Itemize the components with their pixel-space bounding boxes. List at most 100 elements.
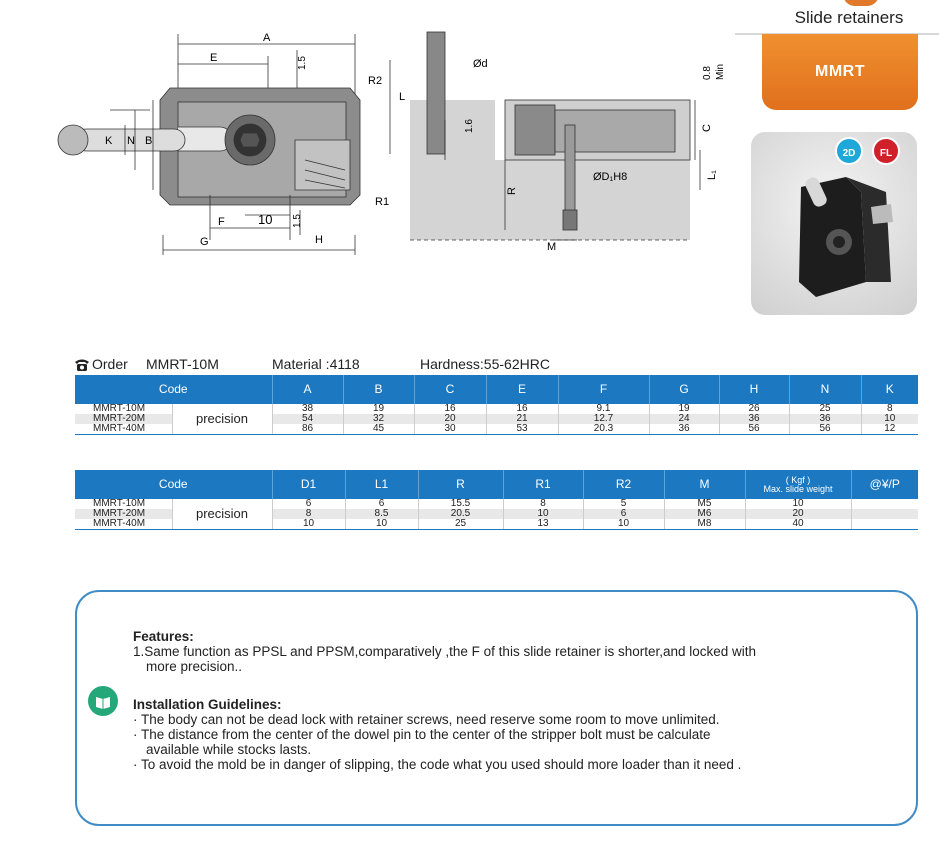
table-cell: 5	[583, 499, 665, 509]
table-cell: 12.7	[558, 414, 650, 424]
column-header: K	[861, 375, 918, 404]
table-cell: 19	[649, 404, 720, 414]
table-cell: 36	[649, 424, 720, 435]
dim-label-n: N	[127, 135, 135, 147]
dim-label-r2: R2	[368, 75, 382, 87]
code-cell: MMRT-20M	[75, 414, 173, 424]
column-header: R1	[503, 470, 584, 499]
table-cell: 10	[861, 414, 918, 424]
table-cell: 25	[418, 519, 504, 530]
column-header: R2	[583, 470, 665, 499]
table-cell: 12	[861, 424, 918, 435]
phone-icon	[75, 359, 89, 371]
table-cell: 38	[272, 404, 344, 414]
column-header: C	[414, 375, 487, 404]
table-cell: 26	[719, 404, 790, 414]
table-row: MMRT-20M 8 8.5 20.5 10 6 M6 20	[75, 509, 918, 519]
table-cell: 32	[343, 414, 415, 424]
book-icon	[88, 686, 118, 716]
dimension-table-1: Code A B C E F G H N K MMRT-10M precisio…	[75, 375, 918, 435]
column-header: M	[664, 470, 746, 499]
guideline-line: · The distance from the center of the do…	[133, 727, 711, 742]
table-cell: 15.5	[418, 499, 504, 509]
dim-label-k: K	[105, 135, 113, 147]
column-header: D1	[272, 470, 346, 499]
dim-label-0-8: 0.8	[702, 66, 713, 80]
features-title: Features:	[133, 629, 194, 644]
order-hardness: Hardness:55-62HRC	[420, 356, 550, 372]
dim-label-r1: R1	[375, 196, 389, 208]
top-view-drawing: A E 1.5 R2 K N B F 10 1.5 G H R1	[57, 32, 389, 255]
table-cell: 54	[272, 414, 344, 424]
table-cell: M6	[664, 509, 746, 519]
dim-label-l: L	[399, 91, 405, 103]
order-info-row: Order MMRT-10M Material :4118 Hardness:5…	[74, 356, 934, 374]
section-view-drawing: Ød L 1.6 R ØD₁H8 M C L₁ 0.8 Min	[389, 31, 726, 253]
code-cell: MMRT-10M	[75, 404, 173, 414]
table-cell: 40	[745, 519, 852, 530]
dim-label-h: H	[315, 234, 323, 246]
table-cell: 10	[272, 519, 346, 530]
table-header-row: Code A B C E F G H N K	[75, 375, 918, 404]
table-cell: 6	[345, 499, 419, 509]
table-cell: 8	[272, 509, 346, 519]
dim-label-1-5-top: 1.5	[297, 56, 308, 70]
brand-swirl-icon	[843, 0, 879, 6]
order-material: Material :4118	[272, 356, 360, 372]
dim-label-f: F	[218, 216, 225, 228]
table-cell: 10	[345, 519, 419, 530]
column-header: G	[649, 375, 720, 404]
dim-label-d1h8: ØD₁H8	[593, 171, 627, 183]
table-cell: 24	[649, 414, 720, 424]
dim-label-1-6: 1.6	[464, 119, 475, 133]
table-cell: 8	[861, 404, 918, 414]
column-header: R	[418, 470, 504, 499]
table-cell: 86	[272, 424, 344, 435]
table-cell: 21	[486, 414, 559, 424]
table-cell: 10	[745, 499, 852, 509]
dim-label-1-5-bottom: 1.5	[292, 214, 303, 228]
table-cell: 13	[503, 519, 584, 530]
dim-label-b: B	[145, 135, 152, 147]
dim-label-e: E	[210, 52, 217, 64]
table-cell: 9.1	[558, 404, 650, 414]
table-row: MMRT-10M precision 6 6 15.5 8 5 M5 10	[75, 499, 918, 530]
table-cell: 6	[583, 509, 665, 519]
table-cell: 20.3	[558, 424, 650, 435]
dim-label-a: A	[263, 32, 271, 44]
dimension-table-2: Code D1 L1 R R1 R2 M ( Kgf ) Max. slide …	[75, 470, 918, 530]
installation-title: Installation Guidelines:	[133, 697, 282, 712]
code-cell: MMRT-40M	[75, 519, 173, 530]
column-header: E	[486, 375, 559, 404]
code-cell: MMRT-20M	[75, 509, 173, 519]
feature-line: 1.Same function as PPSL and PPSM,compara…	[133, 644, 757, 659]
table-cell: M8	[664, 519, 746, 530]
table-row: MMRT-40M 10 10 25 13 10 M8 40	[75, 519, 918, 530]
table-cell: 56	[719, 424, 790, 435]
table-cell: 8	[503, 499, 584, 509]
weight-label: Max. slide weight	[763, 483, 833, 494]
dim-label-min: Min	[715, 64, 726, 80]
table-cell: 16	[486, 404, 559, 414]
fl-badge[interactable]: FL	[872, 137, 900, 165]
cad-2d-badge[interactable]: 2D	[835, 137, 863, 165]
dim-label-10: 10	[258, 212, 272, 227]
table-cell: 19	[343, 404, 415, 414]
table-cell	[851, 499, 918, 509]
column-header: H	[719, 375, 790, 404]
features-panel	[75, 590, 918, 826]
column-header: Code	[75, 375, 273, 404]
column-header: Code	[75, 470, 273, 499]
column-header-weight: ( Kgf ) Max. slide weight	[745, 470, 852, 499]
column-header: L1	[345, 470, 419, 499]
table-cell: 56	[789, 424, 862, 435]
features-text: Features: 1.Same function as PPSL and PP…	[133, 629, 903, 772]
table-cell	[851, 509, 918, 519]
table-cell: 6	[272, 499, 346, 509]
precision-cell: precision	[172, 499, 273, 530]
table-cell: 10	[503, 509, 584, 519]
code-cell: MMRT-40M	[75, 424, 173, 435]
product-photo: 2D FL	[751, 132, 917, 315]
dim-label-m: M	[547, 241, 556, 253]
table-cell: 20	[745, 509, 852, 519]
